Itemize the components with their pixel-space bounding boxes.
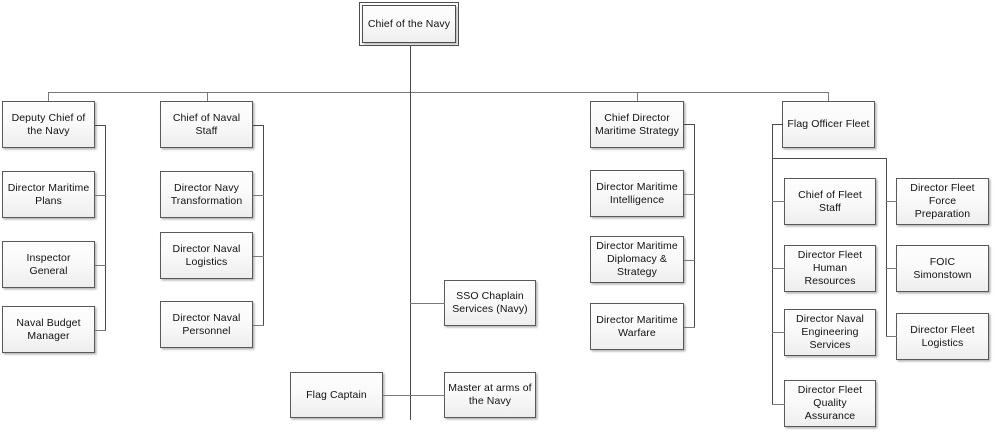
node-label: Naval Budget Manager — [16, 316, 81, 342]
node-label: Director Maritime Plans — [7, 181, 90, 207]
node-inspector-general[interactable]: Inspector General — [2, 241, 95, 288]
node-flag-captain[interactable]: Flag Captain — [290, 372, 383, 418]
node-sso-chaplain-services-navy[interactable]: SSO Chaplain Services (Navy) — [444, 280, 536, 326]
connector-stub-flag-officer-fleet — [772, 124, 783, 125]
node-director-fleet-force-preparation[interactable]: Director Fleet Force Preparation — [896, 178, 989, 225]
node-director-fleet-logistics[interactable]: Director Fleet Logistics — [896, 313, 989, 360]
node-naval-budget-manager[interactable]: Naval Budget Manager — [2, 306, 95, 353]
connector-stub-fleet-force-preparation — [886, 201, 897, 202]
connector-stub-naval-personnel — [253, 325, 264, 326]
node-label: Chief Director Maritime Strategy — [595, 111, 679, 137]
connector-drop-naval-staff — [207, 92, 208, 102]
connector-stub-inspector-general — [95, 265, 106, 266]
connector-stub-fleet-quality-assurance — [772, 404, 785, 405]
node-label: Chief of the Navy — [367, 17, 451, 30]
node-label: Director Naval Engineering Services — [796, 313, 864, 351]
node-director-naval-engineering-services[interactable]: Director Naval Engineering Services — [784, 309, 876, 356]
node-director-naval-personnel[interactable]: Director Naval Personnel — [160, 301, 253, 348]
node-director-maritime-intelligence[interactable]: Director Maritime Intelligence — [590, 170, 684, 217]
connector-stub-naval-engineering-services — [772, 332, 785, 333]
node-label: Inspector General — [26, 251, 71, 277]
node-label: Director Maritime Intelligence — [596, 180, 678, 206]
connector-bus-fleet-subtree — [772, 158, 887, 159]
node-chief-of-naval-staff[interactable]: Chief of Naval Staff — [160, 101, 253, 148]
connector-stub-navy-transformation — [253, 195, 264, 196]
node-label: Director Maritime Diplomacy & Strategy — [596, 240, 678, 278]
connector-stub-fleet-logistics — [886, 336, 897, 337]
connector-rail-naval-staff — [263, 125, 264, 325]
connector-stub-master-at-arms — [410, 395, 445, 396]
connector-stub-sso-chaplain — [410, 303, 445, 304]
connector-rail-deputy-chief — [105, 125, 106, 330]
connector-drop-flag-officer-fleet — [828, 92, 829, 102]
node-label: Chief of Fleet Staff — [798, 188, 862, 214]
node-label: Director Maritime Warfare — [596, 313, 678, 339]
node-label: SSO Chaplain Services (Navy) — [452, 290, 528, 315]
connector-stub-chief-of-fleet-staff — [772, 201, 785, 202]
node-label: Director Fleet Logistics — [910, 323, 975, 349]
connector-stub-flag-captain — [383, 395, 411, 396]
connector-rail-flag-officer-fleet — [772, 124, 773, 404]
node-director-maritime-warfare[interactable]: Director Maritime Warfare — [590, 303, 684, 350]
node-label: FOIC Simonstown — [913, 255, 972, 281]
node-flag-officer-fleet[interactable]: Flag Officer Fleet — [782, 101, 875, 148]
node-label: Master at arms of the Navy — [448, 382, 532, 407]
connector-rail-fleet-right — [886, 158, 887, 337]
connector-stub-maritime-warfare — [684, 327, 695, 328]
connector-drop-deputy-chief — [48, 92, 49, 102]
connector-stub-maritime-intelligence — [684, 194, 695, 195]
node-chief-of-the-navy[interactable]: Chief of the Navy — [359, 2, 459, 46]
node-director-maritime-plans[interactable]: Director Maritime Plans — [2, 171, 95, 218]
node-director-naval-logistics[interactable]: Director Naval Logistics — [160, 232, 253, 279]
node-label: Director Navy Transformation — [170, 181, 243, 207]
node-label: Director Fleet Human Resources — [797, 249, 863, 287]
node-label: Director Naval Personnel — [172, 311, 241, 337]
node-chief-director-maritime-strategy[interactable]: Chief Director Maritime Strategy — [590, 101, 684, 148]
connector-stub-foic-simonstown — [886, 268, 897, 269]
connector-stub-chief-director-maritime-strategy — [684, 124, 695, 125]
connector-stub-fleet-human-resources — [772, 268, 785, 269]
connector-stub-deputy-chief — [95, 125, 106, 126]
connector-root-stem — [410, 45, 411, 93]
connector-stub-naval-budget-manager — [95, 330, 106, 331]
connector-stub-naval-logistics — [253, 256, 264, 257]
connector-stub-maritime-diplomacy — [684, 260, 695, 261]
node-foic-simonstown[interactable]: FOIC Simonstown — [896, 245, 989, 292]
connector-stub-maritime-plans — [95, 195, 106, 196]
node-label: Director Fleet Quality Assurance — [797, 384, 863, 422]
node-label: Flag Captain — [306, 388, 367, 401]
connector-center-trunk — [410, 92, 411, 420]
node-director-maritime-diplomacy-strategy[interactable]: Director Maritime Diplomacy & Strategy — [590, 236, 684, 283]
connector-rail-maritime-strategy — [694, 124, 695, 327]
node-chief-of-fleet-staff[interactable]: Chief of Fleet Staff — [784, 178, 876, 225]
node-label: Flag Officer Fleet — [787, 118, 870, 130]
node-master-at-arms-of-the-navy[interactable]: Master at arms of the Navy — [444, 372, 536, 418]
connector-top-bus — [48, 92, 829, 93]
node-label: Chief of Naval Staff — [172, 111, 241, 137]
node-label: Director Naval Logistics — [172, 242, 241, 268]
node-director-fleet-quality-assurance[interactable]: Director Fleet Quality Assurance — [784, 380, 876, 427]
connector-stub-chief-of-naval-staff — [253, 125, 264, 126]
node-director-fleet-human-resources[interactable]: Director Fleet Human Resources — [784, 245, 876, 292]
node-label: Director Fleet Force Preparation — [910, 182, 975, 220]
connector-drop-maritime-strategy — [637, 92, 638, 102]
node-deputy-chief-of-the-navy[interactable]: Deputy Chief of the Navy — [2, 101, 95, 148]
node-label: Deputy Chief of the Navy — [11, 111, 86, 137]
node-director-navy-transformation[interactable]: Director Navy Transformation — [160, 171, 253, 218]
